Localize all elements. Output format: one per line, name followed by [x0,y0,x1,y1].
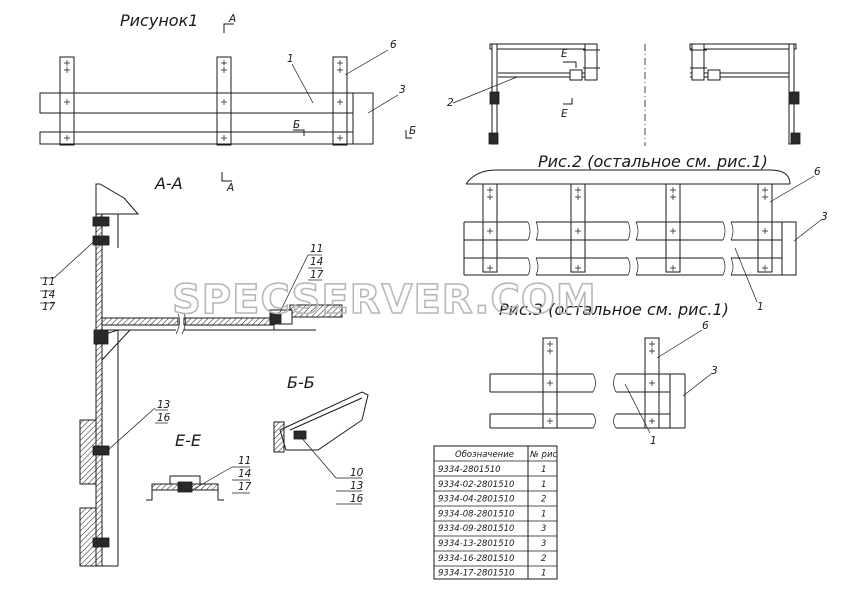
table-cell-designation: 9334-08-2801510 [438,509,514,519]
table-cell-designation: 9334-2801510 [438,465,501,475]
section-aa-title: А-А [154,174,183,193]
table-cell-fig: 2 [541,495,546,505]
aa-upper-14: 14 [42,289,55,301]
marker-e-top: Е [561,48,568,60]
figure-3-title: Рис.3 (остальное см. рис.1) [499,300,729,319]
table-cell-designation: 9334-04-2801510 [438,495,514,505]
table-cell-designation: 9334-13-2801510 [438,539,514,549]
figure-2-title: Рис.2 (остальное см. рис.1) [538,152,768,171]
watermark: SPECSERVER.COM [172,277,597,323]
section-bb: Б-Б 10 13 16 [273,373,369,505]
table-cell-designation: 9334-09-2801510 [438,524,514,534]
table-cell-fig: 2 [541,554,546,564]
aa-upper-11: 11 [42,276,55,288]
table-cell-fig: 1 [541,509,546,519]
table-cell-fig: 1 [541,480,546,490]
aa-mid-14: 14 [310,256,323,268]
marker-e-bottom: Е [561,108,568,120]
ee-17: 17 [238,481,252,493]
fig3-callout-1: 1 [650,435,657,447]
table-header-fig: № рис [529,450,557,460]
section-aa: А-А А [40,172,343,567]
marker-a-bottom: А [226,182,234,194]
table-cell-fig: 3 [541,539,546,549]
fig2-callout-1: 1 [757,301,764,313]
figure-3: Рис.3 (остальное см. рис.1) 6 3 1 [489,300,729,447]
marker-b-right: Б [409,125,416,137]
aa-upper-17: 17 [42,301,56,313]
section-bb-title: Б-Б [287,373,315,392]
aa-mid-11: 11 [310,243,323,255]
ee-14: 14 [238,468,251,480]
bb-13: 13 [350,480,363,492]
top-right-callout-2: 2 [447,97,454,109]
fig3-callout-3: 3 [711,365,718,377]
table-cell-designation: 9334-16-2801510 [438,554,514,564]
table-cell-designation: 9334-02-2801510 [438,480,514,490]
table-cell-fig: 3 [541,524,546,534]
fig2-callout-3: 3 [821,211,828,223]
aa-low-13: 13 [157,399,170,411]
fig1-callout-3: 3 [399,84,406,96]
ee-11: 11 [238,455,251,467]
section-ee-title: Е-Е [175,431,202,450]
table-cell-fig: 1 [541,465,546,475]
table-cell-fig: 1 [541,569,546,579]
top-right-detail: Е Е 2 [447,43,801,146]
table-header-designation: Обозначение [455,450,514,460]
figure-1-title: Рисунок1 [120,11,198,30]
aa-low-16: 16 [157,412,171,424]
figure-1: Рисунок1 А 1 6 3 Б Б [39,11,416,146]
fig2-callout-6: 6 [814,166,821,178]
fig3-callout-6: 6 [702,320,709,332]
fig1-callout-6: 6 [390,39,397,51]
table-cell-designation: 9334-17-2801510 [438,569,514,579]
aa-mid-17: 17 [310,269,324,281]
bb-16: 16 [350,493,364,505]
bb-10: 10 [350,467,364,479]
figure-2: Рис.2 (остальное см. рис.1) 6 3 1 [463,152,828,313]
marker-a-top: А [228,13,236,25]
designation-table: Обозначение № рис 9334-2801510 1 9334-02-2… [433,445,558,580]
marker-b-left: Б [293,119,300,131]
fig1-callout-1: 1 [287,53,294,65]
section-ee: Е-Е 11 14 17 [146,431,252,501]
